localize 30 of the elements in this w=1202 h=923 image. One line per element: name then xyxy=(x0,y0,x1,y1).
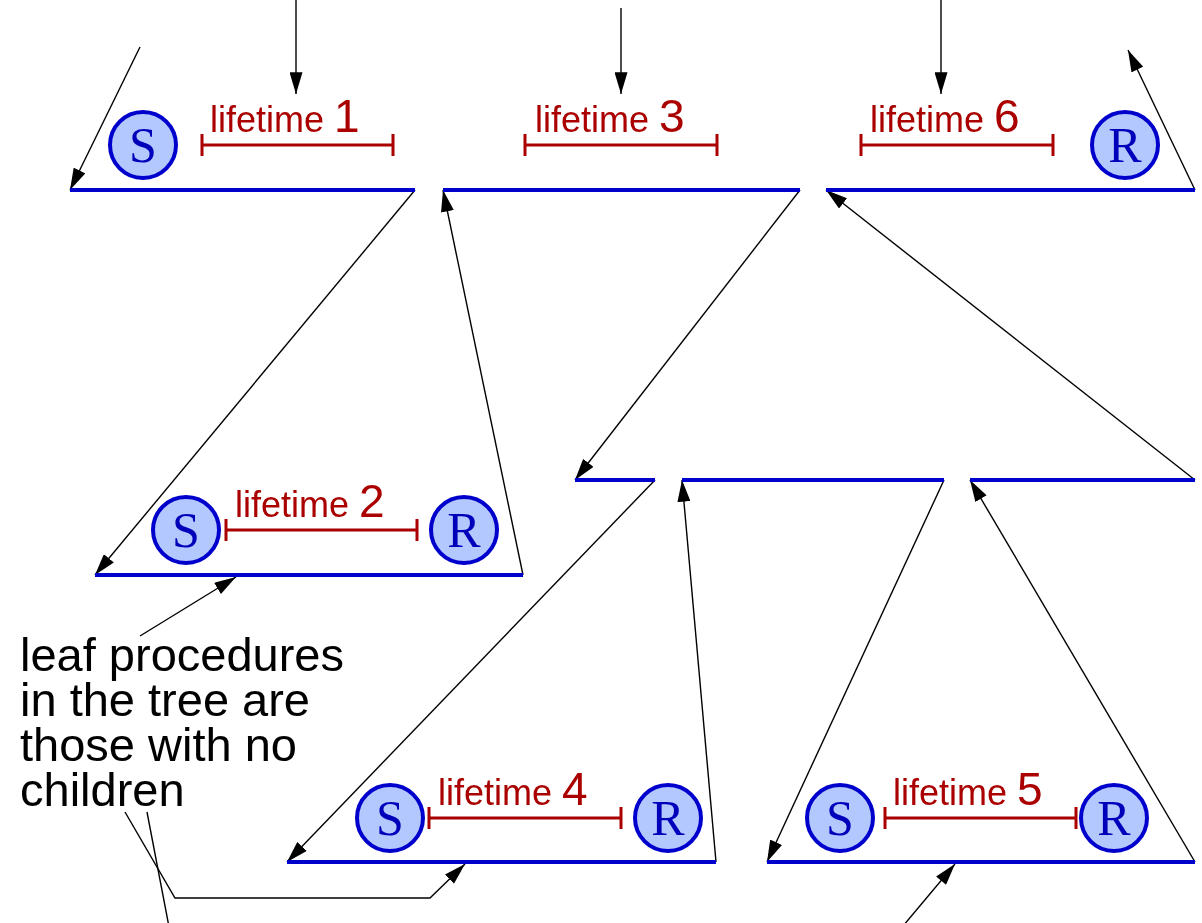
arrow xyxy=(69,46,141,191)
lifetime-label: lifetime 6 xyxy=(870,94,1020,142)
arrow xyxy=(289,0,303,95)
leader-line xyxy=(139,576,237,637)
marker-circle: R xyxy=(633,783,703,853)
marker-circle: S xyxy=(108,110,178,180)
arrow xyxy=(1127,49,1196,191)
lifetime-label: lifetime 1 xyxy=(210,94,360,142)
marker-circle: R xyxy=(429,495,499,565)
lifetime-label: lifetime 2 xyxy=(235,479,385,527)
arrow xyxy=(677,479,717,863)
marker-circle: R xyxy=(1090,110,1160,180)
arrow xyxy=(825,189,1196,481)
arrow xyxy=(614,7,628,95)
arrow xyxy=(766,479,945,863)
marker-circle: S xyxy=(151,495,221,565)
lifetime-label: lifetime 4 xyxy=(438,767,588,815)
arrow xyxy=(286,479,656,863)
leader-line xyxy=(124,811,466,899)
arrow xyxy=(574,189,801,481)
arrow xyxy=(969,479,1196,863)
marker-circle: R xyxy=(1079,783,1149,853)
leader-line xyxy=(146,811,956,923)
marker-circle: S xyxy=(355,783,425,853)
arrow xyxy=(934,0,948,95)
marker-circle: S xyxy=(805,783,875,853)
arrow xyxy=(441,189,524,576)
lifetime-label: lifetime 3 xyxy=(535,94,685,142)
lifetime-label: lifetime 5 xyxy=(893,767,1043,815)
arrow xyxy=(94,189,416,576)
